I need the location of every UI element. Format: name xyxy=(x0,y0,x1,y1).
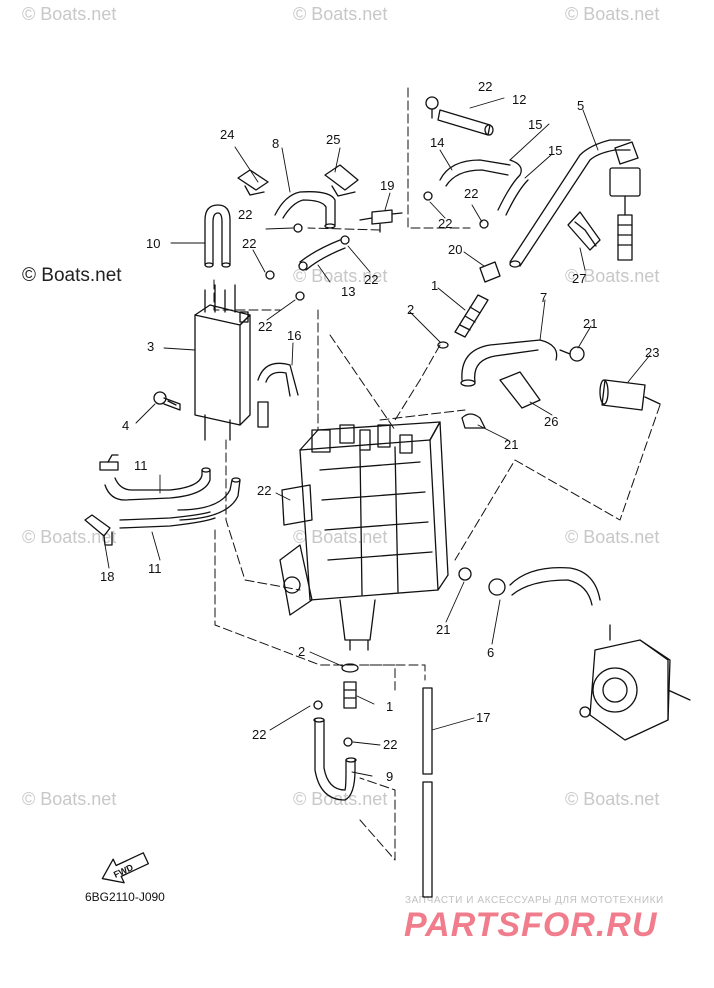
part-1-lower-fitting xyxy=(343,681,357,709)
callout-6: 6 xyxy=(487,645,494,660)
part-21-clamp-a xyxy=(559,346,585,362)
part-26-clip xyxy=(499,371,541,409)
callout-21a: 21 xyxy=(583,316,597,331)
callout-21b: 21 xyxy=(504,437,518,452)
callout-2a: 2 xyxy=(407,302,414,317)
watermark: © Boats.net xyxy=(565,789,660,809)
part-25-clip xyxy=(324,164,359,197)
callout-labels: 24 8 25 19 22 12 15 14 15 5 10 3 4 11 11… xyxy=(100,79,659,880)
callout-8: 8 xyxy=(272,136,279,151)
brand-tagline: ЗАПЧАСТИ И АКСЕССУАРЫ ДЛЯ МОТОТЕХНИКИ xyxy=(405,895,664,906)
part-15-hose xyxy=(497,139,631,268)
callout-24: 24 xyxy=(220,127,234,142)
callout-4: 4 xyxy=(122,418,129,433)
fuel-pump xyxy=(579,624,691,741)
part-22-clips xyxy=(265,191,489,747)
part-7-hose xyxy=(460,339,558,387)
part-4-screw xyxy=(153,391,181,411)
callout-22i: 22 xyxy=(252,727,266,742)
callout-22g: 22 xyxy=(464,186,478,201)
callout-15a: 15 xyxy=(528,117,542,132)
callout-13: 13 xyxy=(341,284,355,299)
part-27-clip xyxy=(567,211,601,251)
callout-2b: 2 xyxy=(298,644,305,659)
part-10-u-hose xyxy=(204,204,231,268)
brand-logo: PARTSFOR.RU xyxy=(404,906,658,944)
callout-18: 18 xyxy=(100,569,114,584)
callout-22b: 22 xyxy=(238,207,252,222)
watermark-dark: © Boats.net xyxy=(22,265,122,286)
watermark: © Boats.net xyxy=(293,4,388,24)
callout-23: 23 xyxy=(645,345,659,360)
callout-25: 25 xyxy=(326,132,340,147)
part-20-clamp xyxy=(479,261,501,283)
callout-15b: 15 xyxy=(548,143,562,158)
callout-14: 14 xyxy=(430,135,444,150)
part-3-filter xyxy=(194,284,251,441)
part-21-clamp-b xyxy=(461,413,486,429)
callout-11b: 11 xyxy=(148,561,162,576)
callout-22j: 22 xyxy=(383,737,397,752)
watermark: © Boats.net xyxy=(565,4,660,24)
callout-5: 5 xyxy=(577,98,584,113)
callout-22e: 22 xyxy=(364,272,378,287)
part-16-hose xyxy=(257,362,299,428)
part-17-hose xyxy=(422,687,433,898)
watermark: © Boats.net xyxy=(22,789,117,809)
callout-22c: 22 xyxy=(242,236,256,251)
part-23-filter xyxy=(599,379,661,411)
callout-16: 16 xyxy=(287,328,301,343)
part-11-hoses xyxy=(99,454,241,529)
watermark: © Boats.net xyxy=(565,266,660,286)
part-1-upper-fitting xyxy=(454,294,489,338)
callout-12: 12 xyxy=(512,92,526,107)
watermark: © Boats.net xyxy=(293,527,388,547)
fwd-arrow-icon xyxy=(101,852,150,884)
callout-27: 27 xyxy=(572,271,586,286)
callout-20: 20 xyxy=(448,242,462,257)
callout-21c: 21 xyxy=(436,622,450,637)
part-2-lower-oring xyxy=(341,663,359,673)
callout-1a: 1 xyxy=(431,278,438,293)
part-2-oring xyxy=(437,341,449,349)
leader-lines xyxy=(104,97,651,777)
part-12-hose xyxy=(425,96,494,136)
callout-22a: 22 xyxy=(478,79,492,94)
callout-17: 17 xyxy=(476,710,490,725)
callout-26: 26 xyxy=(544,414,558,429)
watermark: © Boats.net xyxy=(565,527,660,547)
part-18-elbow xyxy=(84,514,113,546)
callout-22h: 22 xyxy=(257,483,271,498)
callout-10: 10 xyxy=(146,236,160,251)
callout-9: 9 xyxy=(386,769,393,784)
callout-3: 3 xyxy=(147,339,154,354)
part-24-clip xyxy=(237,169,269,196)
part-6-hose xyxy=(458,566,601,606)
watermark: © Boats.net xyxy=(293,789,388,809)
callout-7: 7 xyxy=(540,290,547,305)
part-19-tee xyxy=(359,209,403,233)
part-14-hose xyxy=(439,159,511,187)
watermark: © Boats.net xyxy=(22,4,117,24)
part-9-hose xyxy=(313,717,357,801)
vapor-separator-unit xyxy=(279,421,449,651)
part-13-hose xyxy=(298,239,346,271)
callout-19: 19 xyxy=(380,178,394,193)
assembly-guide-lines xyxy=(213,87,661,861)
watermark: © Boats.net xyxy=(293,266,388,286)
callout-11a: 11 xyxy=(134,458,148,473)
callout-22d: 22 xyxy=(258,319,272,334)
part-5-fitting xyxy=(609,141,641,261)
watermark: © Boats.net xyxy=(22,527,117,547)
callout-22f: 22 xyxy=(438,216,452,231)
callout-1b: 1 xyxy=(386,699,393,714)
part-8-hose xyxy=(274,191,336,229)
diagram-code: 6BG2110-J090 xyxy=(85,890,165,904)
